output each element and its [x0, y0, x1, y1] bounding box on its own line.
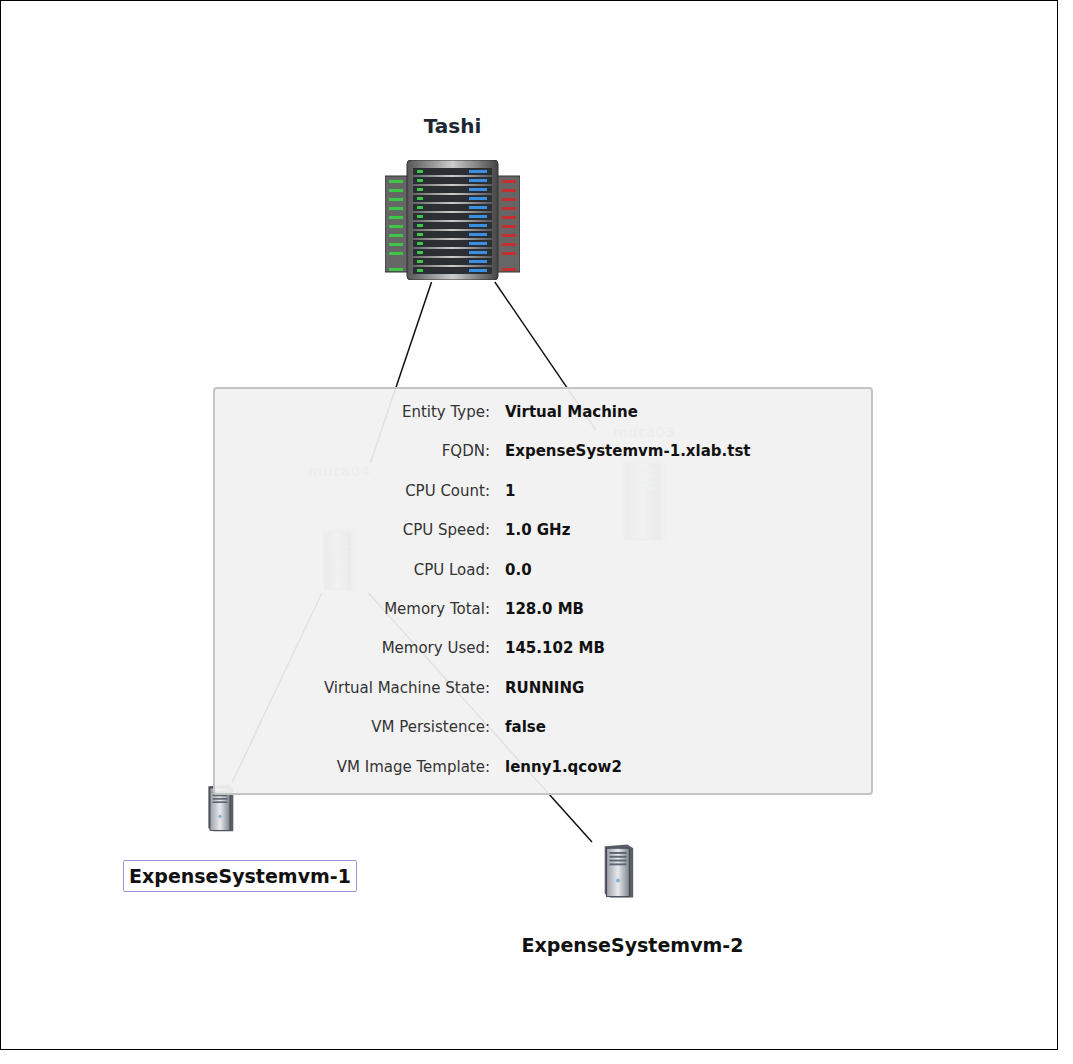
property-name: Memory Used:: [382, 639, 490, 657]
property-value: 145.102 MB: [505, 639, 605, 657]
property-name: CPU Count:: [405, 482, 490, 500]
server-rack-icon: [385, 160, 520, 280]
node-label: ExpenseSystemvm-2: [522, 934, 744, 956]
property-value: 128.0 MB: [505, 600, 584, 618]
property-name: Memory Total:: [384, 600, 490, 618]
property-name: VM Persistence:: [371, 718, 490, 736]
property-value: lenny1.qcow2: [505, 758, 622, 776]
property-value: ExpenseSystemvm-1.xlab.tst: [505, 442, 751, 460]
cluster-node: Tashi: [385, 112, 520, 282]
property-name: Virtual Machine State:: [324, 679, 490, 697]
vm-node: ExpenseSystemvm-2: [480, 842, 785, 964]
property-value: 0.0: [505, 561, 532, 579]
server-icon: [599, 842, 637, 900]
vm-node: ExpenseSystemvm-1: [90, 783, 390, 898]
tooltip-panel: Entity Type: Virtual MachineFQDN: ExpenseS…: [213, 387, 873, 795]
property-name: VM Image Template:: [337, 758, 490, 776]
property-name: Entity Type:: [402, 403, 490, 421]
property-value: RUNNING: [505, 679, 584, 697]
property-value: Virtual Machine: [505, 403, 638, 421]
property-value: 1: [505, 482, 515, 500]
property-name: FQDN:: [442, 442, 490, 460]
property-name: CPU Speed:: [403, 521, 490, 539]
property-name: CPU Load:: [414, 561, 490, 579]
property-value: 1.0 GHz: [505, 521, 570, 539]
node-label: Tashi: [424, 114, 482, 138]
node-label: ExpenseSystemvm-1: [123, 860, 357, 892]
property-value: false: [505, 718, 546, 736]
